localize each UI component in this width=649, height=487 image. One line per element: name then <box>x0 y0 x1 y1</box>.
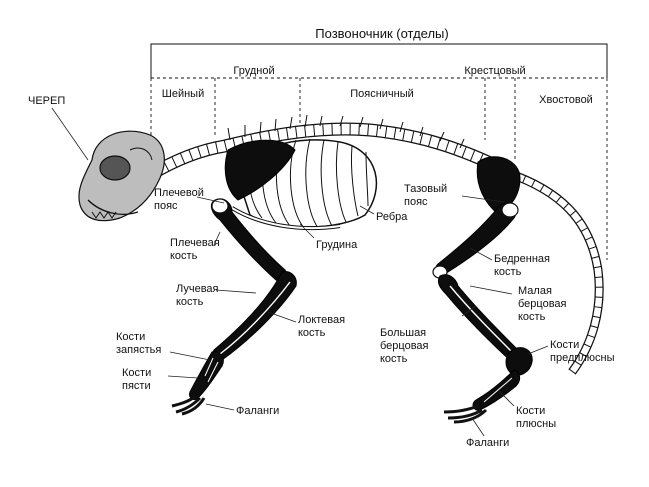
label-ulna-2: кость <box>298 327 326 339</box>
label-shoulder-girdle-1: Плечевой <box>154 187 204 199</box>
label-sternum: Грудина <box>316 239 358 251</box>
tail-vertebrae <box>503 167 604 375</box>
label-fibula-1: Малая <box>518 285 552 297</box>
label-pelvic-girdle-1: Тазовый <box>404 183 447 195</box>
label-tibia-2: берцовая <box>380 340 429 352</box>
label-fibula-2: берцовая <box>518 298 567 310</box>
label-humerus-2: кость <box>170 250 198 262</box>
metacarpals <box>189 351 224 401</box>
label-femur-1: Бедренная <box>494 253 550 265</box>
label-femur-2: кость <box>494 266 522 278</box>
spine-title: Позвоночник (отделы) <box>315 26 448 41</box>
label-metatarsals-1: Кости <box>516 405 545 417</box>
label-phalanges-front: Фаланги <box>236 405 279 417</box>
section-thoracic: Грудной <box>233 65 274 77</box>
spine-sections-bracket: Позвоночник (отделы) Грудной Крестцовый … <box>150 26 608 260</box>
front-leg <box>171 139 297 416</box>
label-tarsals-2: предплюсны <box>550 352 615 364</box>
label-tarsals-1: Кости <box>550 339 579 351</box>
anatomy-labels: ЧЕРЕП Плечевой пояс Плечевая кость Лучев… <box>28 95 615 449</box>
section-caudal: Хвостовой <box>539 94 593 106</box>
tarsals <box>505 347 533 376</box>
section-lumbar: Поясничный <box>350 88 414 100</box>
section-cervical: Шейный <box>162 88 204 100</box>
hind-leg <box>432 156 533 424</box>
label-carpals-1: Кости <box>116 331 145 343</box>
label-shoulder-girdle-2: пояс <box>154 200 178 212</box>
leader-lines <box>51 107 549 437</box>
label-metacarpals-2: пясти <box>122 380 151 392</box>
label-metacarpals-1: Кости <box>122 367 151 379</box>
label-phalanges-hind: Фаланги <box>466 437 509 449</box>
label-humerus-1: Плечевая <box>170 237 220 249</box>
label-radius-1: Лучевая <box>176 283 219 295</box>
front-phalanges <box>171 394 206 416</box>
eye-socket <box>99 155 131 181</box>
label-ribs: Ребра <box>376 211 408 223</box>
scapula <box>224 139 296 201</box>
skull <box>78 130 165 222</box>
radius-ulna <box>212 271 297 362</box>
label-tibia-1: Большая <box>380 327 426 339</box>
label-fibula-3: кость <box>518 311 546 323</box>
label-radius-2: кость <box>176 296 204 308</box>
hind-phalanges <box>443 404 488 424</box>
label-carpals-2: запястья <box>116 344 161 356</box>
bracket-top-line <box>150 43 608 78</box>
vertebral-column <box>146 114 508 181</box>
section-sacral: Крестцовый <box>464 65 525 77</box>
hip-joint <box>501 202 519 218</box>
label-ulna-1: Локтевая <box>298 314 345 326</box>
label-metatarsals-2: плюсны <box>516 418 556 430</box>
label-tibia-3: кость <box>380 353 408 365</box>
shoulder-joint <box>211 198 229 214</box>
label-skull: ЧЕРЕП <box>28 95 65 107</box>
label-pelvic-girdle-2: пояс <box>404 196 428 208</box>
